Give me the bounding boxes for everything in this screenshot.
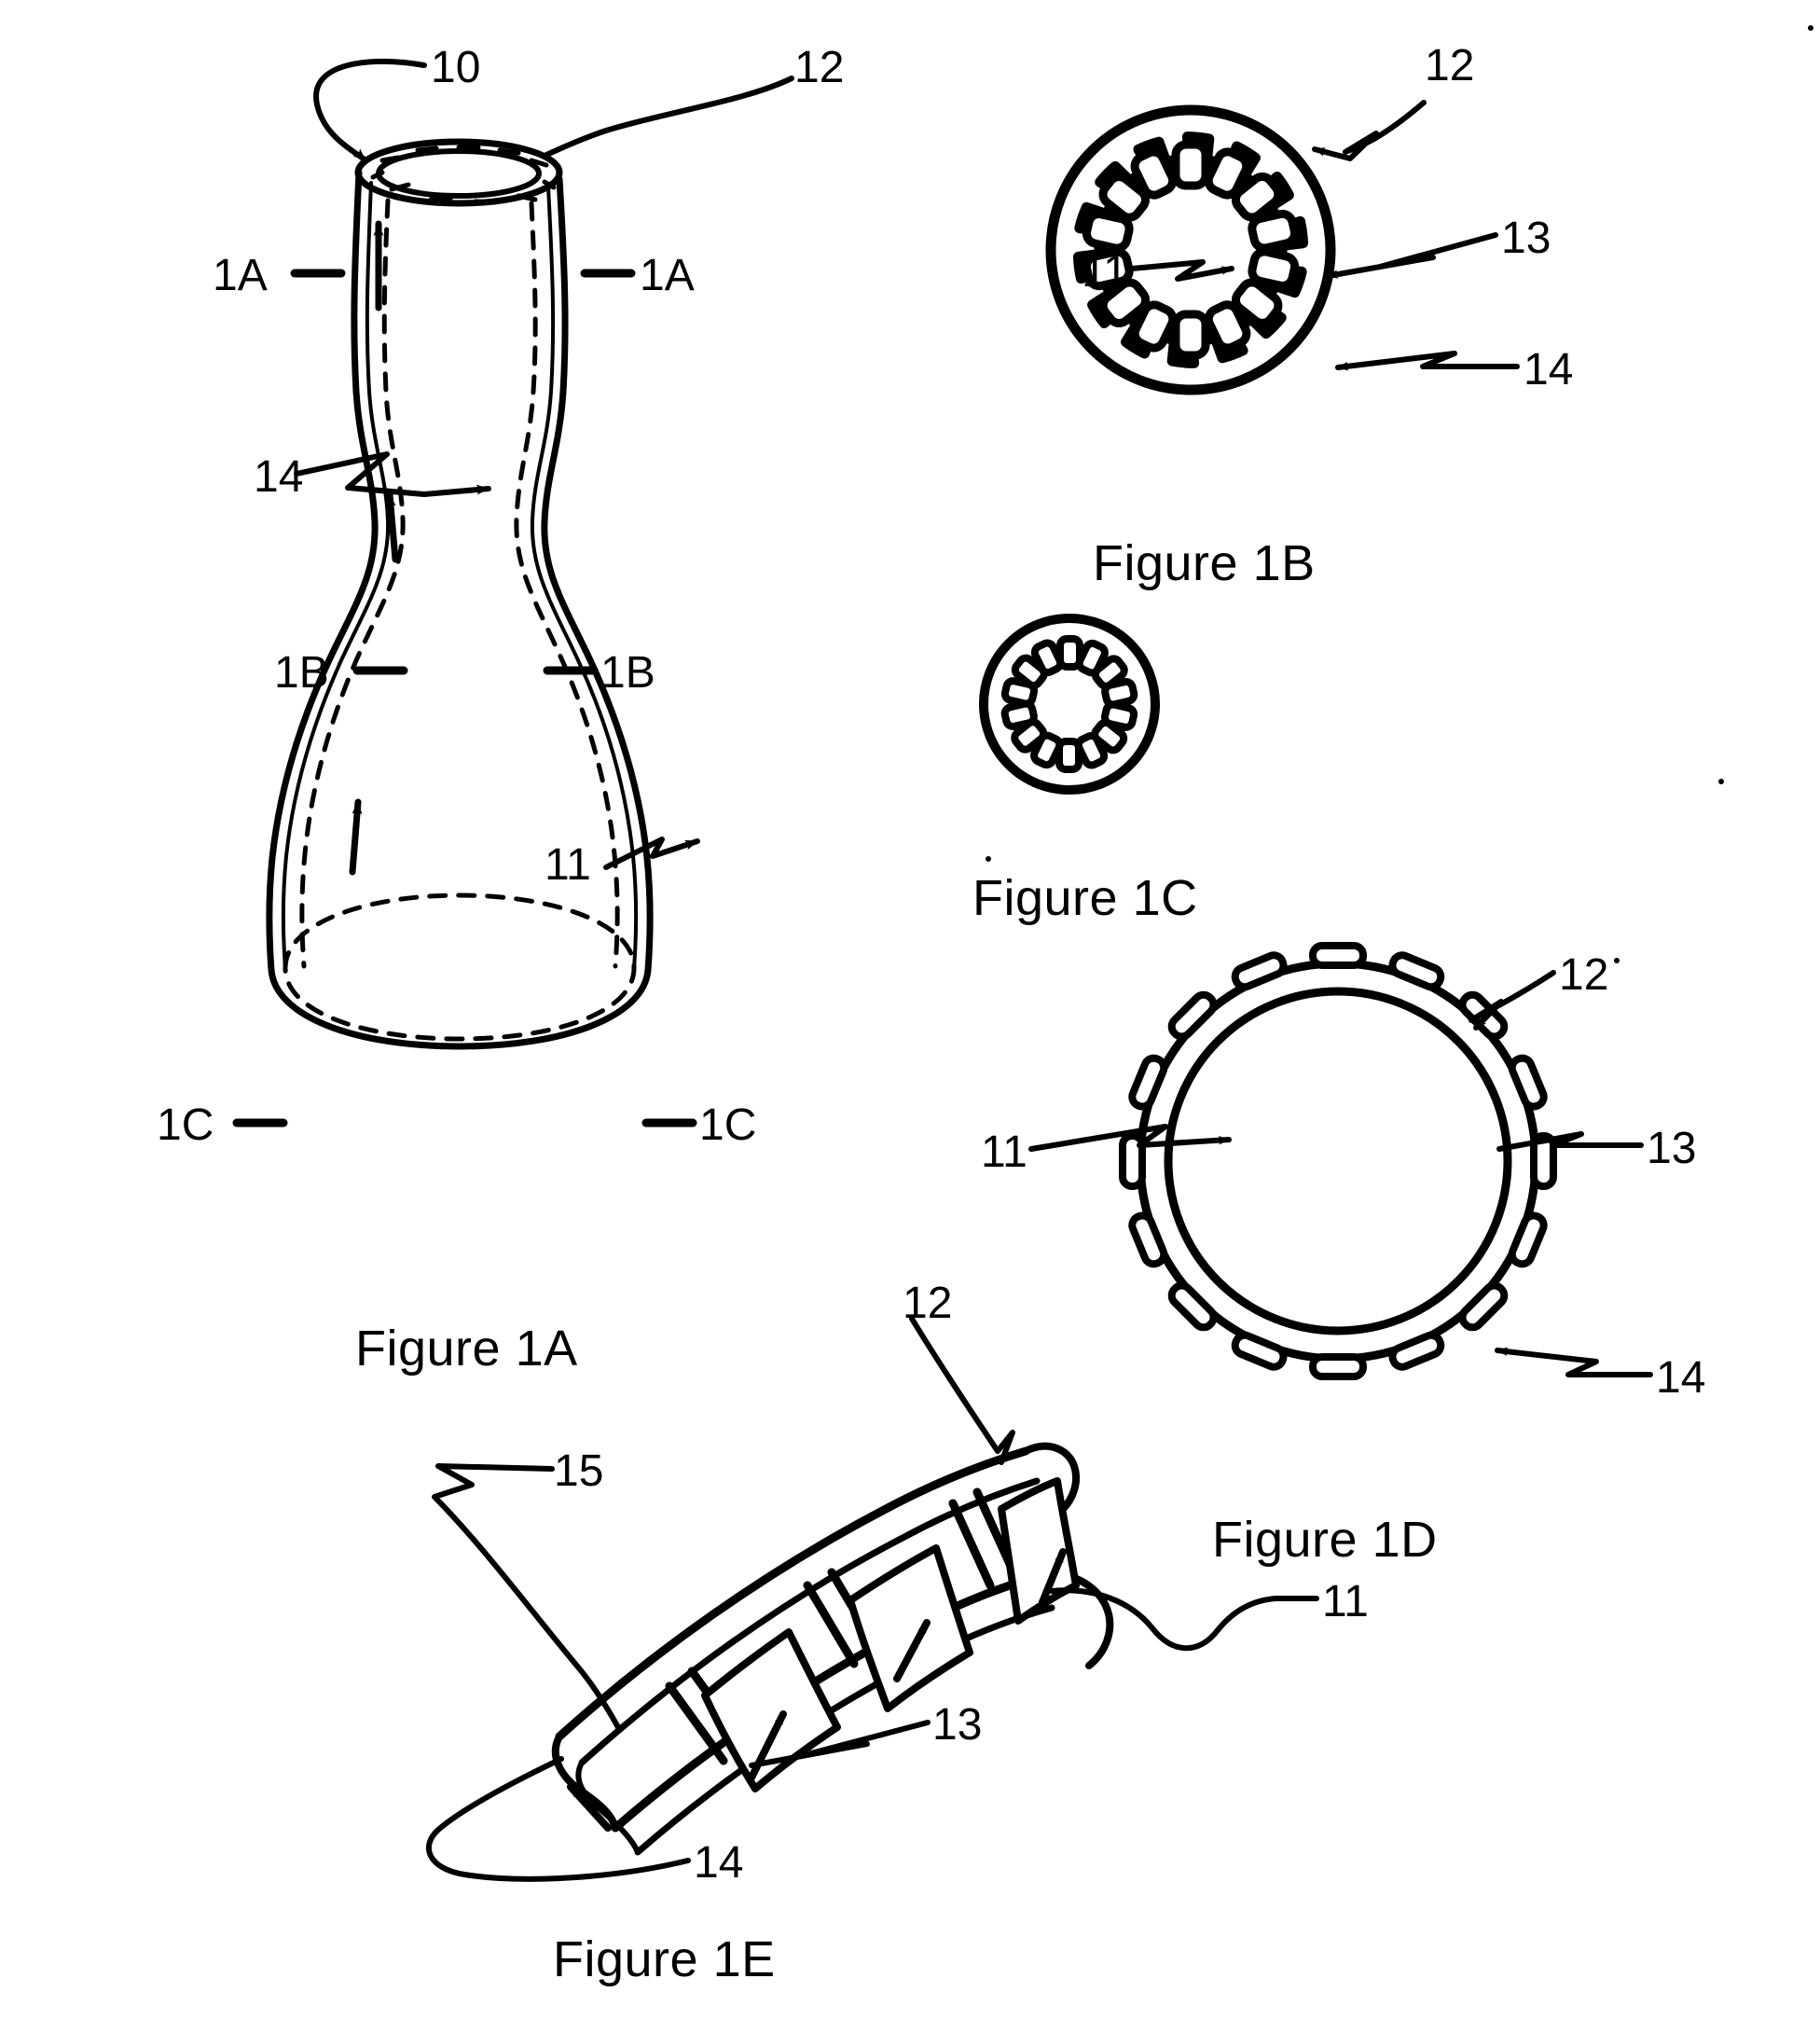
fig1a-inner-left-wall bbox=[281, 181, 391, 970]
fig1a-leader-11 bbox=[603, 837, 700, 870]
fig1e-break-left-lower bbox=[575, 1760, 641, 1855]
fig1e-ref-13: 13 bbox=[932, 1700, 983, 1750]
scan-artifact-dot-right bbox=[1718, 779, 1724, 784]
fig1a-leader-14 bbox=[294, 451, 427, 497]
fig1a-ref-11: 11 bbox=[545, 840, 591, 890]
fig1d-ref-12: 12 bbox=[1559, 950, 1609, 1000]
fig-1a-caption: Figure 1A bbox=[355, 1321, 578, 1377]
fig1a-top-rim-outer bbox=[354, 138, 563, 207]
scan-artifact-dot-mid-right bbox=[1614, 958, 1620, 963]
fig1a-leader-10 bbox=[313, 58, 427, 163]
fig1a-leader-12 bbox=[544, 76, 794, 158]
fig1e-cell-windows bbox=[701, 1477, 1080, 1792]
fig1d-leader-12 bbox=[1468, 970, 1556, 1031]
fig1e-outer-band-bottom bbox=[578, 1477, 1041, 1766]
fig-1e-caption: Figure 1E bbox=[553, 1931, 776, 1987]
fig1a-section-label-1a-left: 1A bbox=[213, 251, 268, 300]
fig1e-outer-band-top bbox=[555, 1446, 1030, 1741]
fig1e-leader-14 bbox=[426, 1756, 691, 1882]
fig1e-edge-arrow bbox=[567, 1783, 612, 1832]
fig1a-section-label-1b-right: 1B bbox=[600, 648, 655, 698]
fig-1c-caption: Figure 1C bbox=[972, 870, 1198, 926]
fig-1b-group bbox=[1045, 100, 1520, 395]
fig1a-flow-arrow-lower bbox=[349, 798, 363, 876]
fig-1e-group bbox=[426, 1316, 1319, 1882]
fig1d-ref-13: 13 bbox=[1647, 1124, 1697, 1173]
fig1e-leader-15 bbox=[432, 1463, 622, 1732]
fig1a-bottom-rim-hidden bbox=[283, 892, 637, 1042]
fig1e-cell-arrow-2 bbox=[893, 1619, 931, 1682]
fig1a-section-label-1c-left: 1C bbox=[157, 1100, 214, 1150]
fig1a-section-label-1c-right: 1C bbox=[699, 1100, 757, 1150]
fig1b-leader-11 bbox=[1129, 259, 1234, 282]
fig1a-bottom-rim-front bbox=[268, 966, 652, 1050]
fig1a-top-rim-cells bbox=[370, 145, 557, 205]
fig1d-leader-11 bbox=[1028, 1124, 1232, 1152]
fig1a-ref-12: 12 bbox=[794, 43, 845, 92]
fig1d-leader-13 bbox=[1496, 1131, 1644, 1152]
fig1e-ref-14: 14 bbox=[694, 1838, 744, 1888]
fig1a-ref-10: 10 bbox=[431, 43, 481, 92]
fig1d-ref-14: 14 bbox=[1656, 1353, 1706, 1403]
fig-1d-caption: Figure 1D bbox=[1212, 1512, 1438, 1568]
fig1b-ref-13: 13 bbox=[1501, 214, 1551, 263]
fig1e-ref-15: 15 bbox=[554, 1446, 604, 1496]
fig1b-ref-12: 12 bbox=[1425, 41, 1475, 90]
fig1b-leader-12 bbox=[1312, 100, 1427, 161]
fig1e-leader-13 bbox=[749, 1720, 931, 1768]
fig-1b-caption: Figure 1B bbox=[1093, 535, 1316, 591]
scan-artifact-dot-center bbox=[986, 856, 991, 862]
fig1e-leader-12 bbox=[909, 1316, 1015, 1465]
scan-artifact-dot-top-right bbox=[1808, 25, 1813, 31]
fig1a-outer-left-wall bbox=[266, 169, 379, 974]
fig1d-ref-11: 11 bbox=[981, 1128, 1027, 1177]
fig1a-top-rim-inner bbox=[376, 148, 542, 199]
fig1e-ref-11: 11 bbox=[1322, 1577, 1369, 1626]
fig1b-ref-14: 14 bbox=[1524, 345, 1574, 394]
fig1d-leader-14 bbox=[1495, 1347, 1653, 1377]
fig-1a-group bbox=[232, 58, 794, 1128]
fig1b-cell-windows bbox=[1082, 140, 1300, 360]
fig1d-inner-wall bbox=[1164, 987, 1512, 1335]
fig-1d-group bbox=[1028, 942, 1653, 1380]
fig1e-leader-11 bbox=[1049, 1587, 1319, 1652]
fig1a-section-label-1a-right: 1A bbox=[640, 251, 695, 300]
fig-1c-group bbox=[979, 614, 1160, 795]
fig1b-outer-wall bbox=[1045, 104, 1336, 395]
fig1e-ref-12: 12 bbox=[903, 1279, 953, 1328]
fig1a-hidden-lumen-left bbox=[299, 198, 406, 969]
fig1b-leader-14 bbox=[1335, 351, 1520, 371]
fig1b-leader-13 bbox=[1325, 232, 1498, 279]
fig1a-flow-arrow-mid bbox=[385, 491, 399, 563]
fig1e-cell-arrow-3 bbox=[1039, 1548, 1067, 1606]
fig1a-hidden-lumen-right bbox=[514, 201, 620, 969]
fig1c-outer-wall bbox=[979, 614, 1160, 795]
fig1e-break-right-top bbox=[1022, 1442, 1081, 1513]
fig1c-cell-windows bbox=[1000, 635, 1138, 773]
fig1a-outer-right-wall bbox=[541, 175, 654, 974]
fig1a-section-label-1b-left: 1B bbox=[274, 648, 329, 698]
fig1a-ref-14: 14 bbox=[254, 452, 304, 502]
fig1b-ref-11: 11 bbox=[1082, 247, 1128, 297]
fig1a-leader-14-arrow bbox=[421, 484, 491, 497]
